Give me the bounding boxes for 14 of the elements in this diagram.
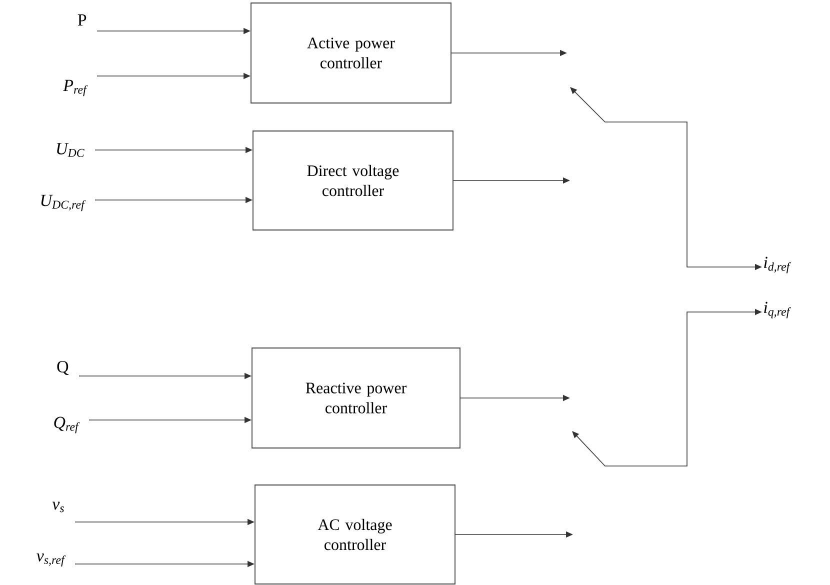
input-label: P (78, 14, 86, 26)
controller-box: AC voltage controller (254, 484, 456, 584)
input-label: U$_{DC}$ (57, 143, 84, 157)
controller-box: Direct voltage controller (252, 130, 454, 230)
input-label: v$_{s}$ (52, 502, 64, 512)
input-label: P$_{ref}$ (63, 80, 88, 96)
input-label: Q (57, 360, 69, 375)
controller-box: Active power controller (250, 2, 452, 104)
input-label: U$_{DC,ref}$ (41, 194, 86, 212)
output-label: i$_{d,ref}$ (764, 256, 791, 274)
output-label: i$_{q,ref}$ (764, 302, 791, 318)
input-label: v$_{s,ref}$ (36, 554, 66, 566)
input-label: Q$_{ref}$ (54, 416, 80, 434)
controller-box: Reactive power controller (252, 348, 460, 448)
